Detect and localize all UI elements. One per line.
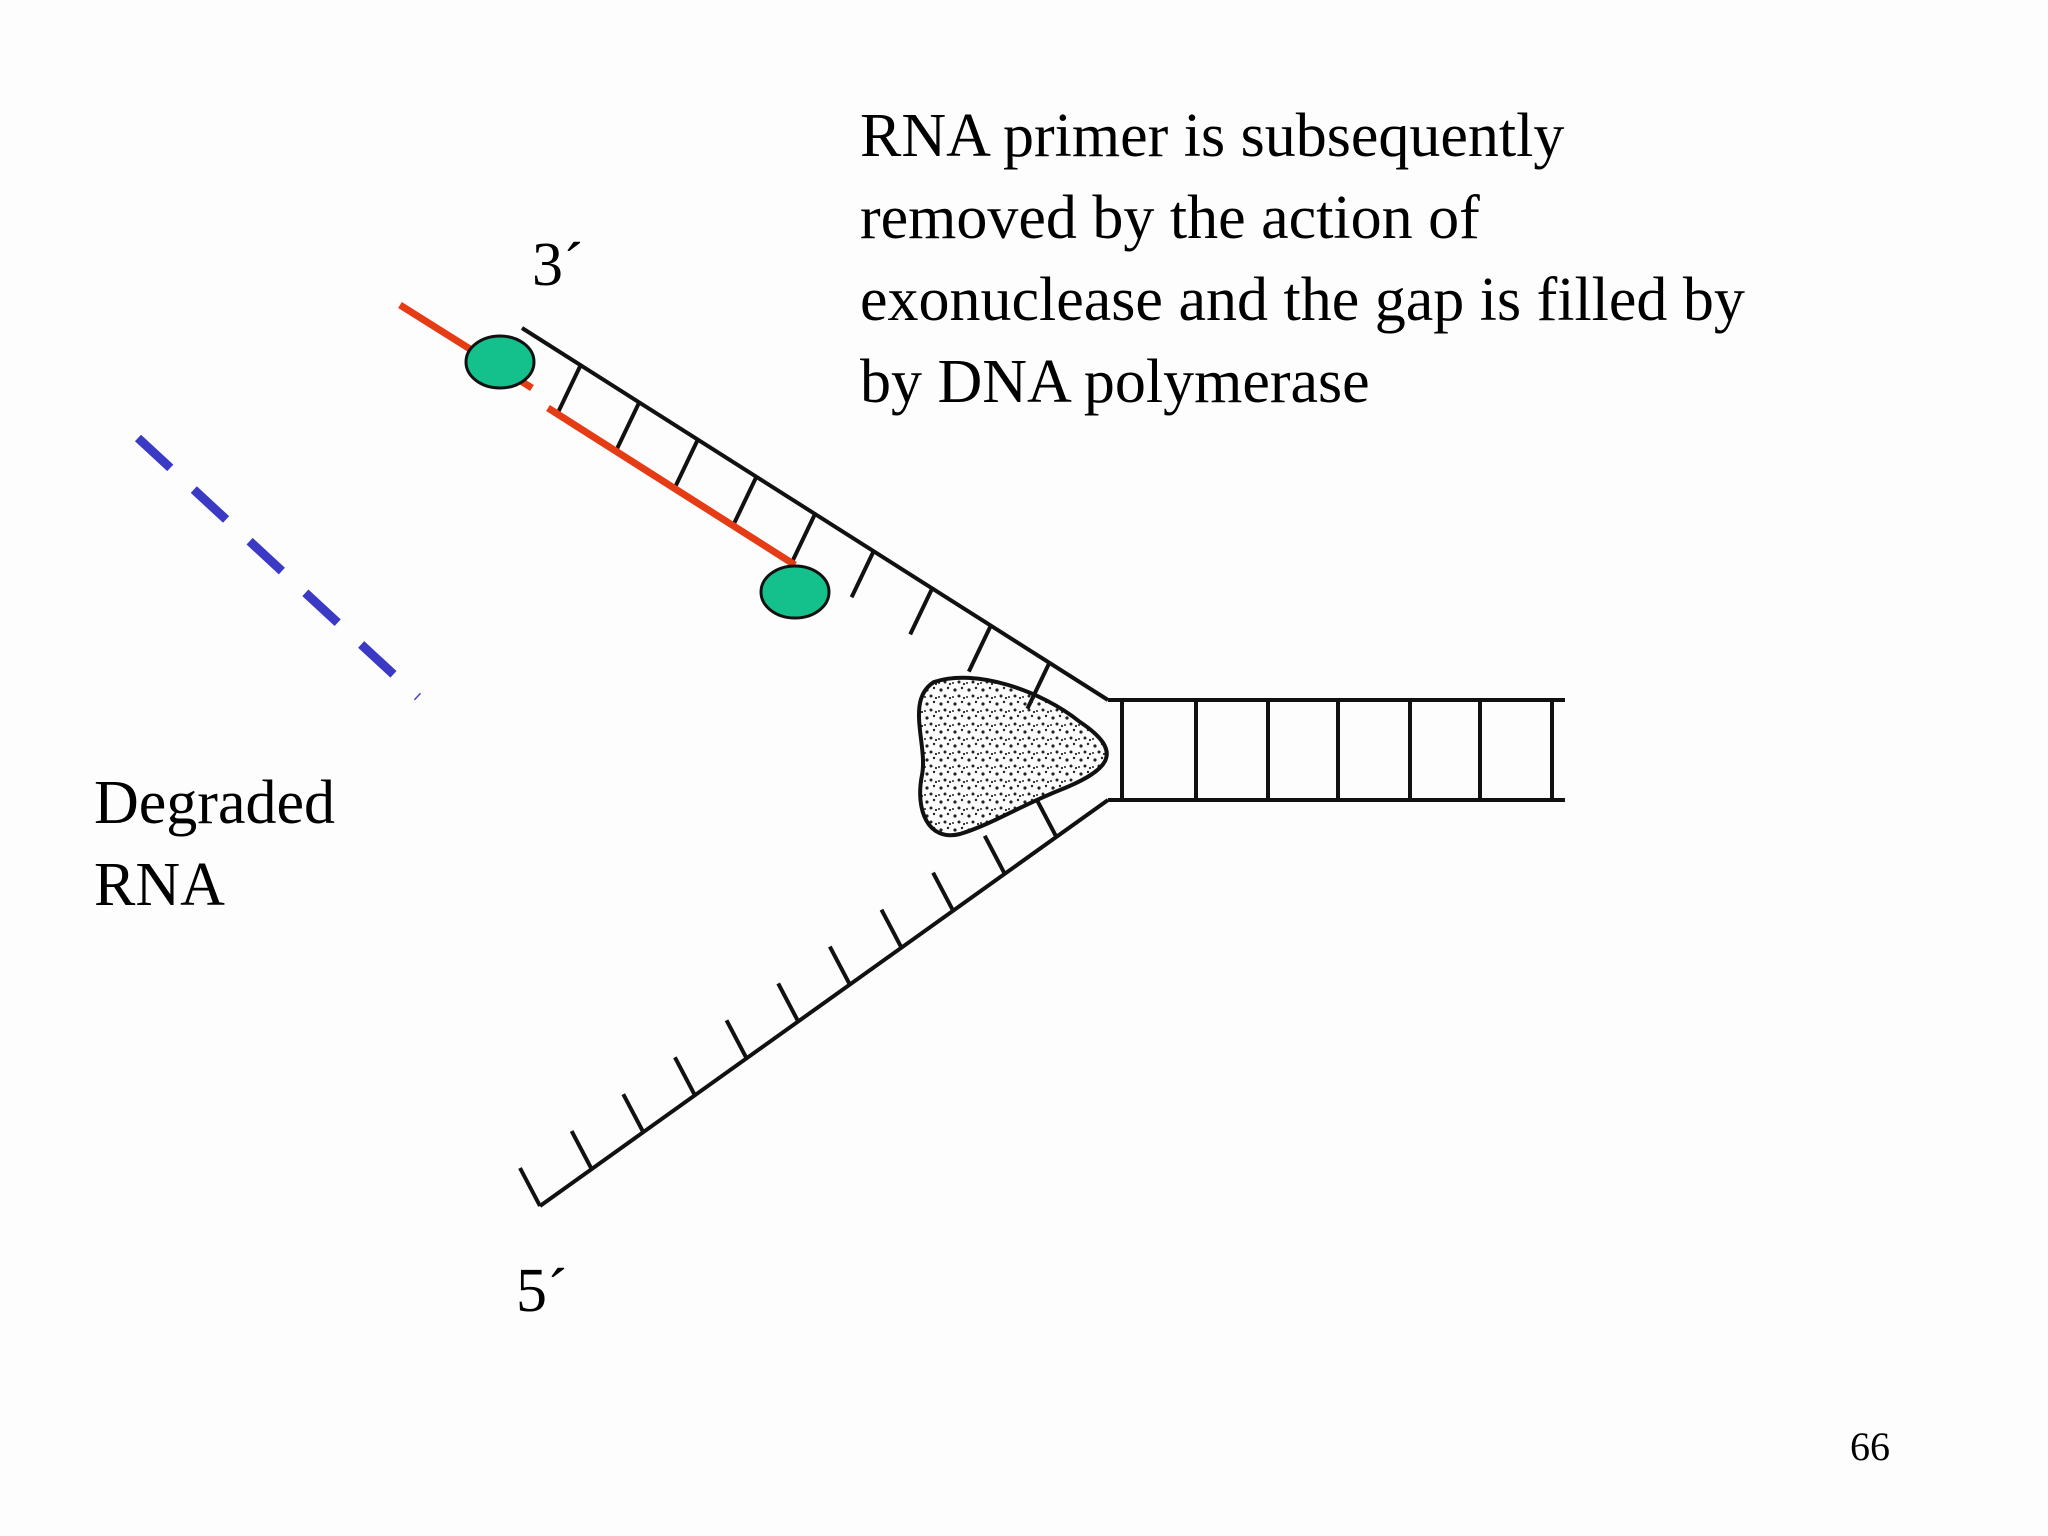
lower-strand-tick (828, 945, 852, 986)
lower-strand-tick (621, 1093, 646, 1134)
upper-strand-tick (732, 475, 759, 524)
lower-template-strand (538, 798, 1110, 1208)
degraded-rna-label-line-1: Degraded (94, 769, 335, 837)
caption-line-4: by DNA polymerase (860, 348, 1370, 416)
upper-strand-tick (791, 513, 817, 561)
upper-strand-tick (615, 401, 642, 450)
helicase-blob (917, 675, 1109, 838)
caption-line-2: removed by the action of (860, 184, 1480, 252)
exonuclease-enzyme-upper (464, 334, 536, 390)
upper-strand-tick (966, 624, 993, 673)
exonuclease-enzyme-lower (759, 564, 831, 620)
caption-line-3: exonuclease and the gap is filled by (860, 266, 1745, 334)
duplex-base-pairs (1120, 700, 1554, 800)
lower-strand-tick (673, 1056, 697, 1097)
rna-primer-line-lower (546, 405, 797, 568)
upper-strand-tick (849, 550, 876, 599)
lower-strand-tick (776, 982, 800, 1023)
degraded-rna-label-line-2: RNA (94, 851, 225, 919)
caption-line-1: RNA primer is subsequently (860, 102, 1565, 170)
degraded-rna-label: Degraded RNA (94, 762, 335, 926)
upper-strand-tick (908, 587, 935, 636)
lower-strand-tick (569, 1130, 594, 1171)
lower-strand-tick (1034, 797, 1059, 838)
lower-strand-tick (982, 834, 1007, 875)
five-prime-label: 5´ (516, 1257, 568, 1325)
upper-strand-tick (673, 438, 700, 487)
lower-strand-tick (931, 871, 955, 912)
lower-strand-tick (724, 1019, 749, 1060)
lower-strand-tick (879, 908, 904, 949)
three-prime-label: 3´ (532, 231, 584, 299)
degraded-rna-fragments (134, 434, 422, 701)
page-number: 66 (1850, 1424, 1890, 1469)
lower-strand-ticks (518, 797, 1059, 1207)
caption-text: RNA primer is subsequently removed by th… (860, 95, 1960, 423)
lower-strand-tick (518, 1167, 542, 1207)
upper-strand-tick (556, 364, 583, 413)
